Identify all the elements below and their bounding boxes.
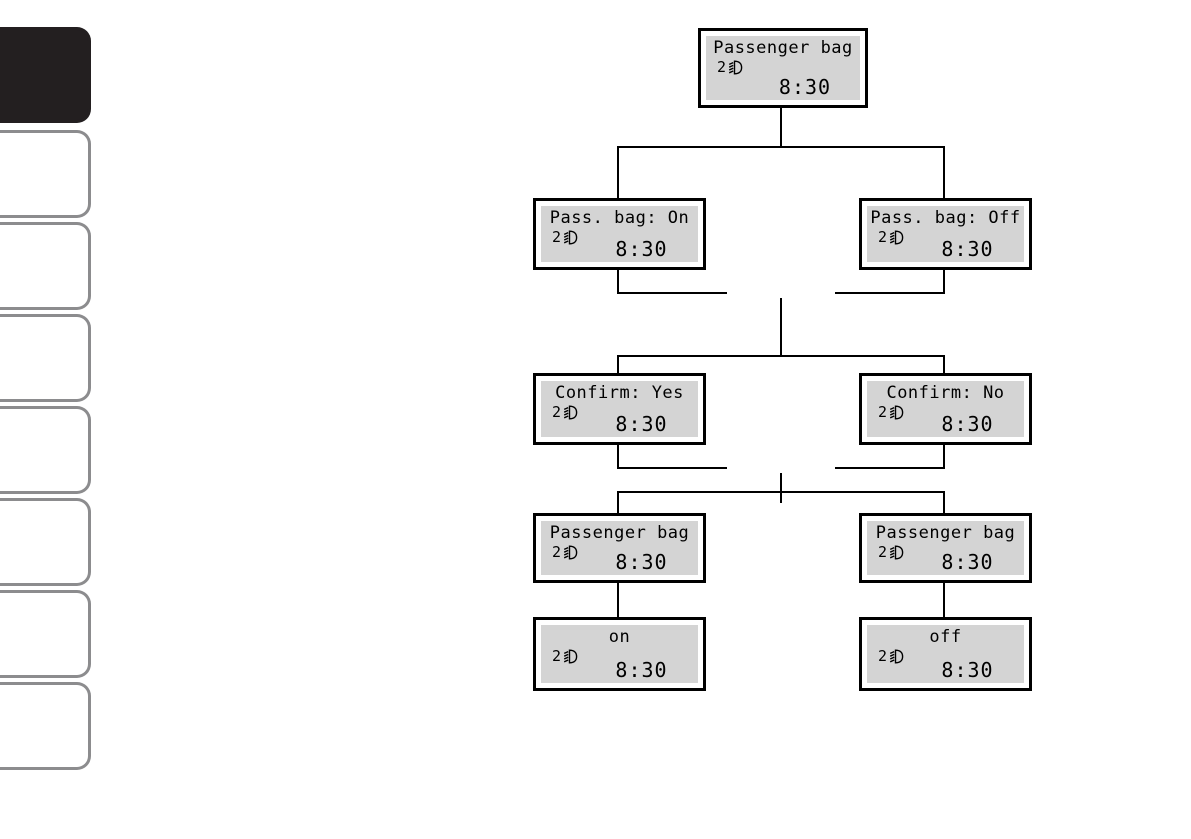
lcd-title: Pass. bag: Off — [870, 208, 1021, 228]
gear-indicator: 2 — [552, 228, 562, 246]
low-beam-headlamp-icon — [889, 545, 905, 560]
low-beam-headlamp-icon — [563, 545, 579, 560]
low-beam-headlamp-icon — [728, 60, 744, 75]
lcd-title: on — [608, 627, 631, 647]
chapter-tab-2[interactable] — [0, 130, 91, 218]
lcd-inner: on 2 8:30 — [541, 625, 698, 683]
connector-to-pass-bag-off — [943, 146, 945, 198]
connector-to-confirm-yes — [617, 355, 619, 373]
connector-pass-bag-off-left — [835, 292, 945, 294]
clock-readout: 8:30 — [941, 412, 994, 436]
low-beam-headlamp-icon — [889, 649, 905, 664]
gear-indicator: 2 — [552, 403, 562, 421]
gear-indicator: 2 — [717, 58, 727, 76]
lcd-status-row: 2 — [552, 230, 579, 245]
chapter-tab-3[interactable] — [0, 222, 91, 310]
connector-pass-bag-on-right — [617, 292, 727, 294]
lcd-status-row: 2 — [878, 545, 905, 560]
gear-indicator: 2 — [878, 647, 888, 665]
low-beam-headlamp-icon — [563, 405, 579, 420]
gear-indicator: 2 — [552, 543, 562, 561]
gear-indicator: 2 — [552, 647, 562, 665]
lcd-title: Confirm: Yes — [555, 383, 684, 403]
connector-row2-row3-stem — [780, 298, 782, 356]
clock-readout: 8:30 — [615, 550, 668, 574]
lcd-inner: off 2 8:30 — [867, 625, 1024, 683]
low-beam-headlamp-icon — [563, 649, 579, 664]
low-beam-headlamp-icon — [889, 230, 905, 245]
chapter-tab-6[interactable] — [0, 498, 91, 586]
connector-to-passenger-bag-left — [617, 491, 619, 513]
connector-confirm-yes-right — [617, 467, 727, 469]
connector-confirm-yes-down — [617, 444, 619, 469]
lcd-title: Passenger bag — [875, 523, 1016, 543]
chapter-tab-strip — [0, 0, 91, 839]
connector-row3-spread — [617, 355, 944, 357]
lcd-status-row: 2 — [552, 545, 579, 560]
lcd-inner: Passenger bag 2 8:30 — [867, 521, 1024, 575]
lcd-inner: Passenger bag 2 8:30 — [541, 521, 698, 575]
lcd-inner: Pass. bag: On 2 8:30 — [541, 206, 698, 262]
lcd-node-pass-bag-on[interactable]: Pass. bag: On 2 8:30 — [533, 198, 706, 270]
gear-indicator: 2 — [878, 403, 888, 421]
chapter-tab-5[interactable] — [0, 406, 91, 494]
lcd-status-row: 2 — [552, 405, 579, 420]
low-beam-headlamp-icon — [563, 230, 579, 245]
lcd-inner: Pass. bag: Off 2 8:30 — [867, 206, 1024, 262]
clock-readout: 8:30 — [941, 550, 994, 574]
lcd-status-row: 2 — [878, 649, 905, 664]
lcd-title: off — [929, 627, 962, 647]
connector-root-spread — [617, 146, 944, 148]
lcd-status-row: 2 — [878, 230, 905, 245]
lcd-inner: Confirm: Yes 2 8:30 — [541, 381, 698, 437]
connector-confirm-no-down — [943, 444, 945, 469]
connector-root-down — [780, 108, 782, 146]
connector-confirm-no-left — [835, 467, 945, 469]
clock-readout: 8:30 — [941, 658, 994, 682]
clock-readout: 8:30 — [778, 75, 832, 99]
lcd-inner: Confirm: No 2 8:30 — [867, 381, 1024, 437]
connector-pass-bag-off-down — [943, 269, 945, 294]
lcd-node-passenger-bag-left[interactable]: Passenger bag 2 8:30 — [533, 513, 706, 583]
chapter-tab-1[interactable] — [0, 27, 91, 123]
lcd-title: Passenger bag — [549, 523, 690, 543]
lcd-node-passenger-bag-right[interactable]: Passenger bag 2 8:30 — [859, 513, 1032, 583]
connector-row3-row4-stem — [780, 473, 782, 503]
connector-pass-bag-on-down — [617, 269, 619, 294]
clock-readout: 8:30 — [615, 237, 668, 261]
connector-to-result-off — [943, 583, 945, 617]
clock-readout: 8:30 — [941, 237, 994, 261]
lcd-inner: Passenger bag 2 8:30 — [706, 36, 860, 100]
connector-to-passenger-bag-right — [943, 491, 945, 513]
gear-indicator: 2 — [878, 543, 888, 561]
chapter-tab-7[interactable] — [0, 590, 91, 678]
clock-readout: 8:30 — [615, 658, 668, 682]
lcd-node-confirm-no[interactable]: Confirm: No 2 8:30 — [859, 373, 1032, 445]
chapter-tab-8[interactable] — [0, 682, 91, 770]
connector-to-confirm-no — [943, 355, 945, 373]
lcd-title: Confirm: No — [886, 383, 1005, 403]
lcd-status-row: 2 — [717, 60, 744, 75]
clock-readout: 8:30 — [615, 412, 668, 436]
connector-to-pass-bag-on — [617, 146, 619, 198]
lcd-title: Passenger bag — [713, 38, 853, 58]
gear-indicator: 2 — [878, 228, 888, 246]
connector-to-result-on — [617, 583, 619, 617]
chapter-tab-4[interactable] — [0, 314, 91, 402]
lcd-node-root[interactable]: Passenger bag 2 8:30 — [698, 28, 868, 108]
lcd-title: Pass. bag: On — [549, 208, 690, 228]
lcd-node-pass-bag-off[interactable]: Pass. bag: Off 2 8:30 — [859, 198, 1032, 270]
connector-row4-spread — [617, 491, 944, 493]
lcd-node-result-off[interactable]: off 2 8:30 — [859, 617, 1032, 691]
lcd-node-confirm-yes[interactable]: Confirm: Yes 2 8:30 — [533, 373, 706, 445]
low-beam-headlamp-icon — [889, 405, 905, 420]
lcd-status-row: 2 — [552, 649, 579, 664]
lcd-status-row: 2 — [878, 405, 905, 420]
lcd-node-result-on[interactable]: on 2 8:30 — [533, 617, 706, 691]
